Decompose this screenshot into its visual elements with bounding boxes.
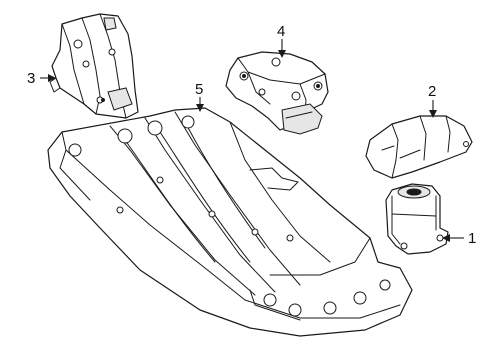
callout-1-label: 1	[468, 230, 476, 247]
engine-mount-lower-part	[385, 183, 449, 255]
callout-4-label: 4	[277, 23, 285, 40]
callout-2-label: 2	[428, 83, 436, 100]
transmission-mount-bracket-part	[225, 51, 329, 135]
callout-5: 5	[195, 81, 204, 112]
callout-3: 3	[27, 70, 56, 87]
heat-shield-part	[365, 115, 473, 179]
callout-4-arrowhead	[278, 50, 286, 58]
engine-mount-bracket-part	[49, 13, 139, 119]
callout-1-arrowhead	[442, 234, 450, 242]
callout-3-label: 3	[27, 70, 35, 87]
callout-1: 1	[442, 230, 476, 247]
callout-3-arrowhead	[48, 74, 56, 82]
callout-5-arrowhead	[196, 104, 204, 112]
crossmember-part	[47, 107, 413, 337]
callout-2: 2	[428, 83, 437, 118]
callout-5-label: 5	[195, 81, 203, 98]
callout-4: 4	[277, 23, 286, 58]
callout-2-arrowhead	[429, 110, 437, 118]
